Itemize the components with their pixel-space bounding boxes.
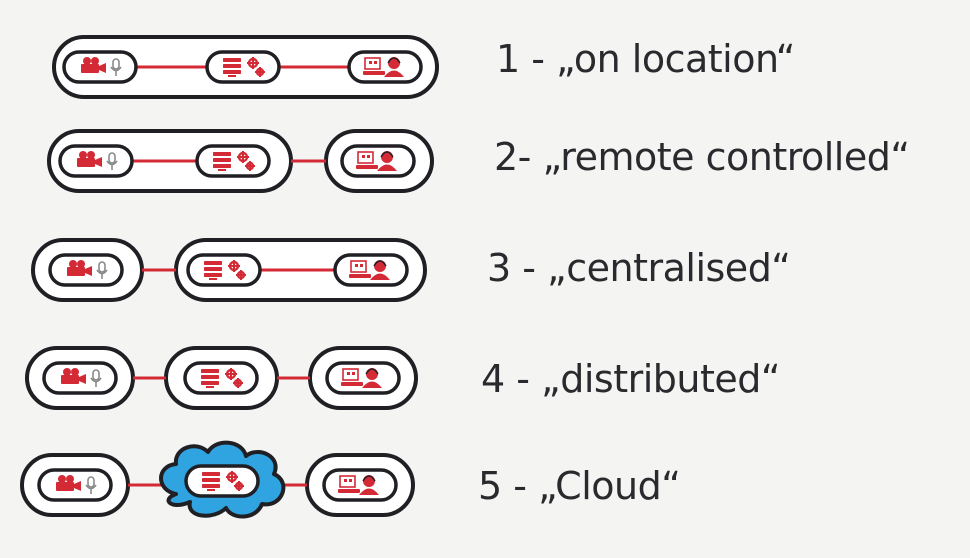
row-5-capture-node [37,468,113,502]
row-1-label: 1 - „on location“ [496,37,796,81]
row-2-processing-node [195,144,271,178]
row-5-label: 5 - „Cloud“ [478,464,681,508]
row-2-capture-node [58,144,134,178]
row-4-processing-node [183,361,259,395]
row-2-label: 2- „remote controlled“ [494,135,910,179]
row-3-processing-node [186,253,262,287]
row-3-label: 3 - „centralised“ [487,246,791,290]
row-1-processing-node [205,50,281,84]
row-4-control-node [325,361,401,395]
row-2-control-node [340,144,416,178]
row-3-capture-node [48,253,124,287]
row-5-control-node [322,468,398,502]
row-3-control-node [333,253,409,287]
row-4-capture-node [42,361,118,395]
row-4-label: 4 - „distributed“ [481,357,781,401]
row-1-control-node [347,50,423,84]
row-1-capture-node [62,50,138,84]
row-5-processing-node [184,464,260,498]
